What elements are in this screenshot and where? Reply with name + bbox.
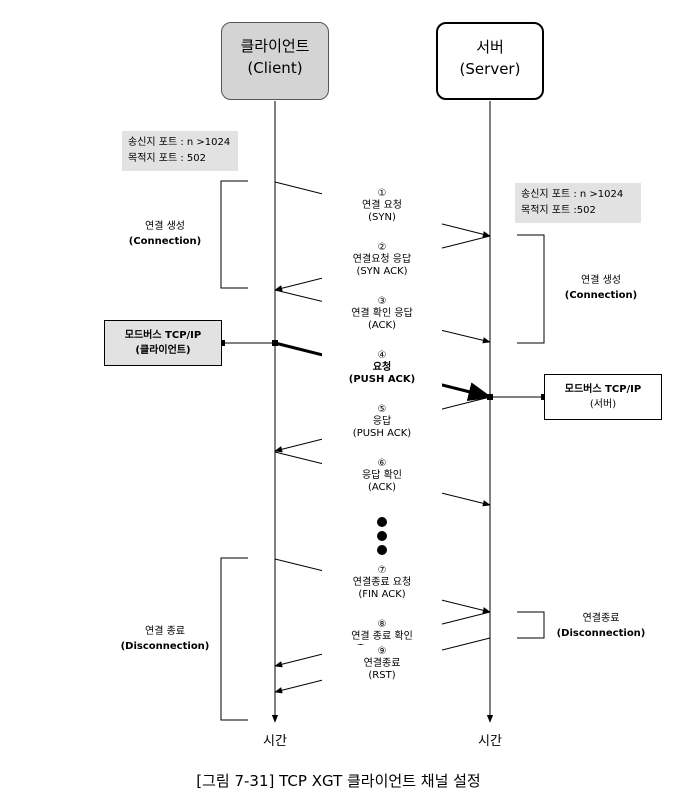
server-connect-bracket bbox=[517, 234, 545, 344]
msg-4-label: ④ 요청 (PUSH ACK) bbox=[322, 349, 442, 387]
client-title: 클라이언트 bbox=[240, 37, 310, 55]
client-connect-phase: 연결 생성 (Connection) bbox=[100, 219, 230, 249]
msg-9-num: ⑨ bbox=[377, 646, 387, 657]
msg-1-label: ① 연결 요청 (SYN) bbox=[322, 187, 442, 225]
msg-2-sub: (SYN ACK) bbox=[356, 266, 408, 277]
server-disconnect-label: 연결종료 bbox=[582, 613, 620, 624]
modbus-client-life-dot bbox=[272, 340, 278, 346]
msg-5-sub: (PUSH ACK) bbox=[352, 428, 412, 439]
msg-8-text: 연결 종료 확인 bbox=[351, 631, 413, 642]
server-subtitle: (Server) bbox=[459, 60, 521, 78]
server-connect-sub: (Connection) bbox=[564, 290, 638, 301]
msg-9-text: 연결종료 bbox=[363, 658, 401, 669]
server-time-label: 시간 bbox=[478, 734, 502, 749]
modbus-client-box: 모드버스 TCP/IP (클라이언트) bbox=[104, 320, 222, 366]
server-port-line2: 목적지 포트 :502 bbox=[521, 205, 596, 216]
msg-4-sub: (PUSH ACK) bbox=[348, 374, 416, 385]
msg-3-num: ③ bbox=[377, 296, 387, 307]
msg-1-text: 연결 요청 bbox=[362, 200, 402, 211]
ellipsis-dot-2 bbox=[377, 531, 387, 541]
msg-1-sub: (SYN) bbox=[368, 212, 396, 223]
msg-7-num: ⑦ bbox=[377, 565, 387, 576]
server-disconnect-phase: 연결종료 (Disconnection) bbox=[536, 611, 666, 641]
msg-8-label: ⑧ 연결 종료 확인 bbox=[322, 618, 442, 644]
server-box: 서버 (Server) bbox=[436, 22, 544, 100]
server-title: 서버 bbox=[476, 38, 504, 56]
server-disconnect-sub: (Disconnection) bbox=[556, 628, 646, 639]
msg-3-label: ③ 연결 확인 응답 (ACK) bbox=[322, 295, 442, 333]
msg-1-num: ① bbox=[377, 188, 387, 199]
server-port-line1: 송신지 포트 : n >1024 bbox=[521, 189, 624, 200]
msg-9-sub: (RST) bbox=[368, 670, 396, 681]
msg-6-sub: (ACK) bbox=[367, 482, 396, 493]
server-port-box: 송신지 포트 : n >1024 목적지 포트 :502 bbox=[515, 183, 641, 223]
msg-7-text: 연결종료 요청 bbox=[352, 577, 412, 588]
msg-3-sub: (ACK) bbox=[367, 320, 396, 331]
client-port-line1: 송신지 포트 : n >1024 bbox=[128, 137, 231, 148]
ellipsis-dot-1 bbox=[377, 517, 387, 527]
client-port-line2: 목적지 포트 : 502 bbox=[128, 153, 206, 164]
client-port-box: 송신지 포트 : n >1024 목적지 포트 : 502 bbox=[122, 131, 238, 171]
msg-8-num: ⑧ bbox=[377, 619, 387, 630]
msg-4-text: 요청 bbox=[372, 362, 392, 373]
server-connect-phase: 연결 생성 (Connection) bbox=[536, 273, 666, 303]
modbus-server-box: 모드버스 TCP/IP (서버) bbox=[544, 374, 662, 420]
modbus-server-label: 모드버스 TCP/IP bbox=[564, 384, 642, 395]
msg-4-num: ④ bbox=[377, 350, 387, 361]
msg-2-num: ② bbox=[377, 242, 387, 253]
msg-9-label: ⑨ 연결종료 (RST) bbox=[322, 645, 442, 683]
server-disconnect-bracket bbox=[517, 611, 545, 639]
client-connect-label: 연결 생성 bbox=[145, 221, 185, 232]
msg-7-label: ⑦ 연결종료 요청 (FIN ACK) bbox=[322, 564, 442, 602]
msg-7-sub: (FIN ACK) bbox=[358, 589, 406, 600]
msg-5-text: 응답 bbox=[372, 416, 392, 427]
client-subtitle: (Client) bbox=[247, 59, 303, 77]
msg-2-label: ② 연결요청 응답 (SYN ACK) bbox=[322, 241, 442, 279]
modbus-server-sub: (서버) bbox=[589, 399, 617, 410]
msg-6-text: 응답 확인 bbox=[362, 470, 402, 481]
msg-2-text: 연결요청 응답 bbox=[352, 254, 412, 265]
client-disconnect-sub: (Disconnection) bbox=[120, 641, 210, 652]
client-connect-bracket bbox=[220, 180, 248, 289]
modbus-client-label: 모드버스 TCP/IP bbox=[124, 330, 202, 341]
modbus-client-end-dot bbox=[219, 340, 225, 346]
msg-5-num: ⑤ bbox=[377, 404, 387, 415]
msg-3-text: 연결 확인 응답 bbox=[351, 308, 413, 319]
modbus-server-life-dot bbox=[487, 394, 493, 400]
client-connect-sub: (Connection) bbox=[128, 236, 202, 247]
client-disconnect-phase: 연결 종료 (Disconnection) bbox=[100, 624, 230, 654]
figure-caption: [그림 7-31] TCP XGT 클라이언트 채널 설정 bbox=[196, 772, 481, 790]
client-disconnect-label: 연결 종료 bbox=[145, 626, 185, 637]
modbus-client-sub: (클라이언트) bbox=[135, 345, 191, 356]
client-time-label: 시간 bbox=[263, 734, 287, 749]
msg-6-num: ⑥ bbox=[377, 458, 387, 469]
server-connect-label: 연결 생성 bbox=[581, 275, 621, 286]
ellipsis-dot-3 bbox=[377, 545, 387, 555]
msg-5-label: ⑤ 응답 (PUSH ACK) bbox=[322, 403, 442, 441]
msg-6-label: ⑥ 응답 확인 (ACK) bbox=[322, 457, 442, 495]
client-box: 클라이언트 (Client) bbox=[221, 22, 329, 100]
client-disconnect-bracket bbox=[220, 557, 248, 721]
